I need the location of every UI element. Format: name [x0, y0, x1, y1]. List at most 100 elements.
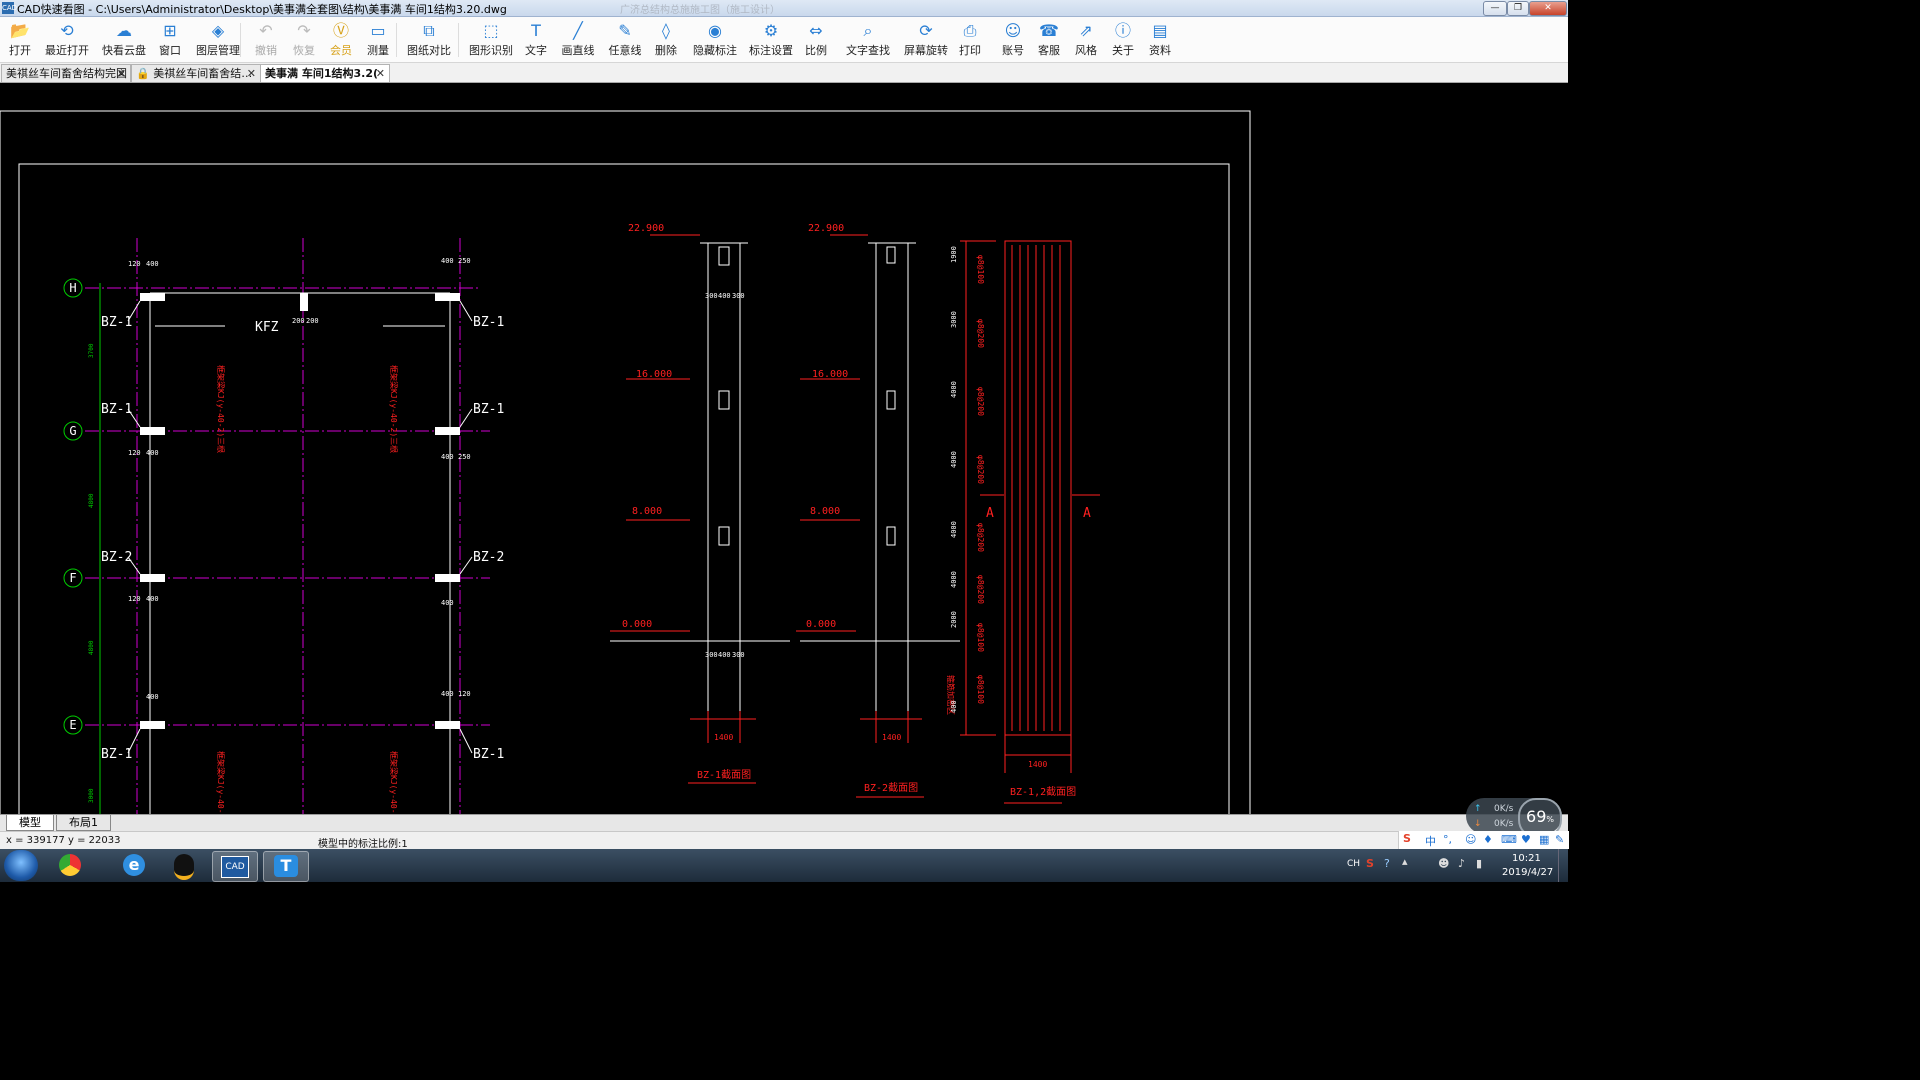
clock-time[interactable]: 10:21 [1512, 853, 1541, 864]
axis-label-h: H [69, 281, 76, 295]
dim-text: 400 [441, 257, 454, 265]
toolbar-button-label: 图纸对比 [407, 44, 451, 57]
microphone-icon[interactable]: ♦ [1483, 833, 1493, 846]
toolbar-button-25[interactable]: ▤资料 [1146, 19, 1174, 58]
restore-button[interactable]: ❐ [1507, 1, 1529, 16]
toolbar-button-2[interactable]: ☁快看云盘 [99, 19, 149, 58]
tray-help-icon[interactable]: ? [1384, 857, 1390, 870]
punctuation-icon[interactable]: °, [1443, 833, 1452, 846]
doc-tab-3-active[interactable]: 美事满 车间1结构3.2( ✕ [260, 64, 390, 82]
dim-text: 400 [146, 693, 159, 701]
toolbar-button-label: 文字 [525, 44, 547, 57]
toolbar-button-8[interactable]: ▭测量 [364, 19, 392, 58]
toolbar-button-1[interactable]: ⟲最近打开 [42, 19, 92, 58]
account-icon: ☺ [1004, 21, 1022, 40]
toolbar-button-19[interactable]: ⟳屏幕旋转 [901, 19, 951, 58]
doc-tab-2[interactable]: 🔒 美祺丝车间畜舍结… ✕ [131, 64, 261, 82]
toolbar-button-16[interactable]: ⚙标注设置 [746, 19, 796, 58]
toolbar-button-label: 打开 [9, 44, 31, 57]
axis-label-e: E [69, 718, 76, 732]
style-icon: ⇗ [1079, 21, 1093, 40]
toolbar-button-label: 图层管理 [196, 44, 240, 57]
dim-text: 300 [732, 292, 745, 300]
rebar-extra-note: 箍筋加密区 [946, 675, 956, 715]
taskbar-app-cad[interactable]: CAD [212, 851, 258, 882]
line-icon: ╱ [573, 21, 583, 40]
toolbar-button-3[interactable]: ⊞窗口 [156, 19, 184, 58]
toolbar-button-22[interactable]: ☎客服 [1035, 19, 1063, 58]
start-button[interactable] [4, 850, 38, 881]
section-title: BZ-2截面图 [864, 781, 918, 794]
toolbar-separator [458, 23, 459, 57]
toolbar-button-21[interactable]: ☺账号 [999, 19, 1027, 58]
wrench-icon[interactable]: ✎ [1555, 833, 1565, 846]
toolbar-button-6[interactable]: ↷恢复 [290, 19, 318, 58]
drawing-canvas[interactable]: 3700 4800 4800 3000 H G F E [0, 83, 1568, 814]
tray-expand-icon[interactable]: ▴ [1402, 855, 1408, 868]
column-block [140, 721, 165, 729]
taskbar-app-ie[interactable]: e [112, 851, 156, 880]
toolbar-button-13[interactable]: ✎任意线 [607, 19, 643, 58]
minimize-button[interactable]: — [1483, 1, 1507, 16]
tray-sogou-icon[interactable]: S [1366, 857, 1374, 870]
rebar-note: φ8@200 [976, 387, 985, 416]
vert-dim: 4000 [950, 571, 958, 588]
axis-label-g: G [69, 424, 76, 438]
upload-arrow-icon: ↑ [1474, 804, 1482, 814]
compare-icon: ⧉ [423, 21, 435, 40]
section-title: BZ-1,2截面图 [1010, 785, 1076, 798]
toolbar-button-20[interactable]: ⎙打印 [956, 19, 984, 58]
toolbar-button-23[interactable]: ⇗风格 [1072, 19, 1100, 58]
toolbar-button-15[interactable]: ◉隐藏标注 [690, 19, 740, 58]
column-block [140, 293, 165, 301]
rebar-note: φ8@200 [976, 575, 985, 604]
toolbar-button-12[interactable]: ╱画直线 [560, 19, 596, 58]
toolbox-icon[interactable]: ▦ [1539, 833, 1550, 846]
dim-text: 400 [441, 690, 454, 698]
sheet-outer-frame [0, 110, 1251, 814]
cad-icon: CAD [221, 856, 249, 878]
tab-model[interactable]: 模型 [6, 815, 54, 831]
toolbar-button-10[interactable]: ⬚图形识别 [466, 19, 516, 58]
show-desktop-button[interactable] [1558, 849, 1569, 882]
toolbar-button-17[interactable]: ⇔比例 [802, 19, 830, 58]
keyboard-icon[interactable]: ⌨ [1501, 833, 1517, 846]
taskbar-app-t[interactable]: T [263, 851, 309, 882]
close-tab-icon[interactable]: ✕ [246, 67, 256, 80]
tray-qq-icon[interactable]: ☻ [1438, 857, 1450, 870]
docs-icon: ▤ [1152, 21, 1168, 40]
rotate-screen-icon: ⟳ [919, 21, 933, 40]
skin-icon[interactable]: ♥ [1521, 833, 1531, 846]
tray-volume-icon[interactable]: ♪ [1458, 857, 1466, 870]
toolbar-button-5[interactable]: ↶撤销 [252, 19, 280, 58]
toolbar-button-0[interactable]: 📂打开 [6, 19, 34, 58]
tab-layout1[interactable]: 布局1 [56, 815, 111, 831]
toolbar-button-label: 撤销 [255, 44, 277, 57]
ime-language[interactable]: 中 [1425, 835, 1436, 848]
toolbar-button-14[interactable]: ◊删除 [652, 19, 680, 58]
emoji-icon[interactable]: ☺ [1465, 833, 1477, 846]
toolbar-button-18[interactable]: ⌕文字查找 [843, 19, 893, 58]
toolbar-button-label: 会员 [330, 44, 352, 57]
toolbar-button-9[interactable]: ⧉ 图纸对比 [404, 19, 454, 58]
doc-tab-1[interactable]: 美祺丝车间畜舍结构完図 ✕ [1, 64, 131, 82]
close-tab-icon[interactable]: ✕ [375, 67, 385, 80]
sogou-icon[interactable]: S [1403, 832, 1411, 845]
close-button[interactable]: ✕ [1529, 1, 1567, 16]
network-speed-widget[interactable]: ↑ 0K/s ↓ 0K/s 69% [1466, 798, 1562, 838]
taskbar-app-qq[interactable] [162, 851, 206, 880]
tray-network-icon[interactable]: ▮ [1476, 857, 1483, 870]
memory-percent-unit: % [1546, 815, 1554, 824]
dim-text: 300 [705, 651, 718, 659]
taskbar-app-chrome[interactable] [48, 851, 92, 880]
close-tab-icon[interactable]: ✕ [116, 67, 126, 80]
clock-date[interactable]: 2019/4/27 [1502, 867, 1554, 878]
dim-text: 400 [146, 449, 159, 457]
tray-language[interactable]: CH [1347, 859, 1361, 869]
toolbar-button-4[interactable]: ◈图层管理 [193, 19, 243, 58]
pen-icon: ✎ [618, 21, 632, 40]
column-block [140, 427, 165, 435]
